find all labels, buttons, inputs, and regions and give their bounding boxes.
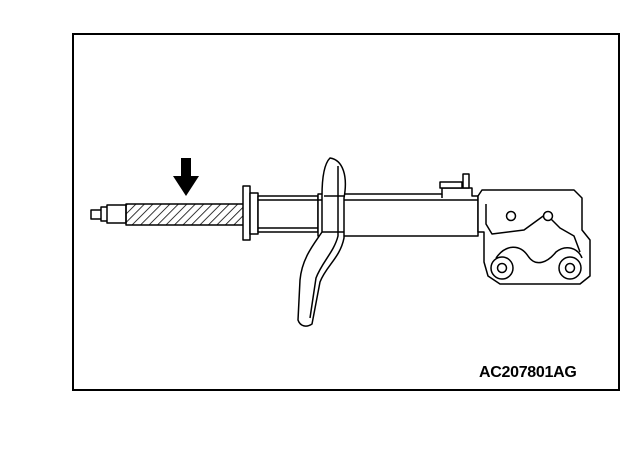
piston-rod-hatched [125, 203, 248, 226]
figure-code: AC207801AG [479, 364, 577, 381]
spring-seat-bracket [297, 157, 347, 327]
arrow-down-icon [173, 158, 199, 196]
dust-cover [242, 185, 319, 241]
figure-frame [72, 33, 620, 391]
knuckle-bracket [477, 189, 591, 285]
hose-clip [439, 173, 470, 189]
rod-tip [90, 204, 127, 224]
strut-cylinder [317, 187, 479, 237]
strut-assembly-icon [90, 157, 591, 327]
